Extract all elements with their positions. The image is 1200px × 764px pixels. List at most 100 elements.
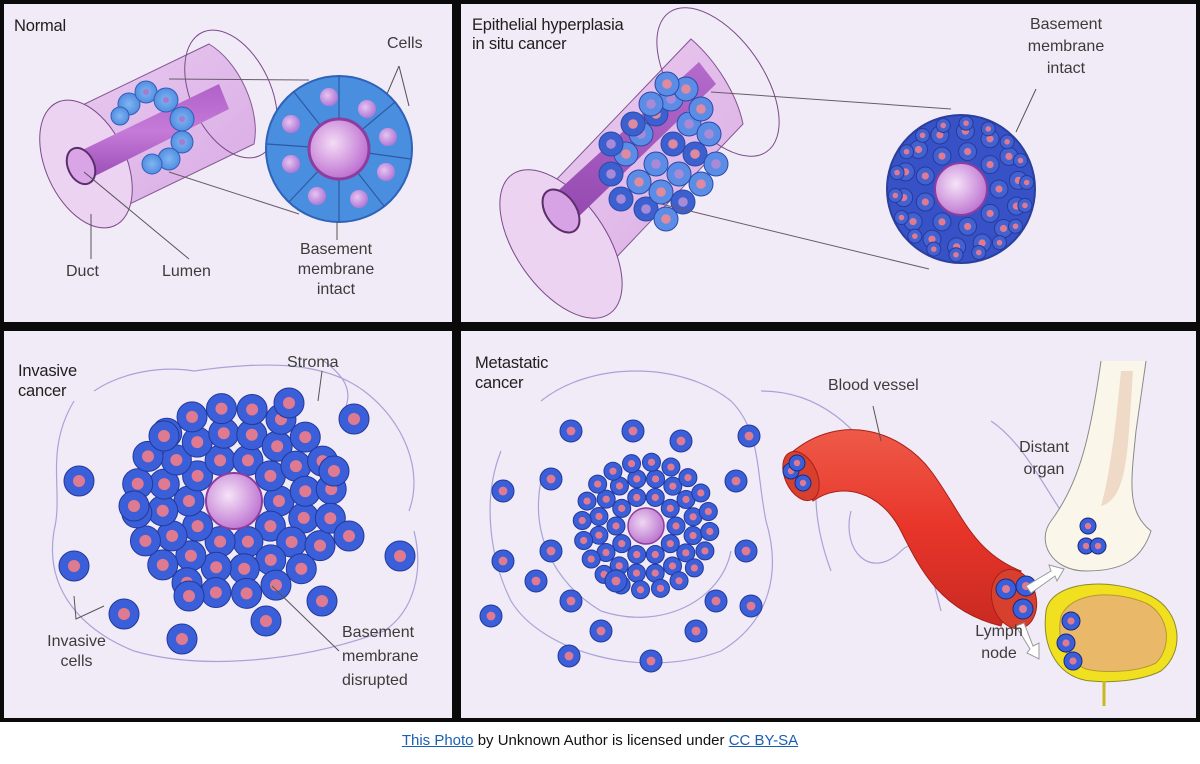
cell-nucleus [903, 148, 910, 155]
invasive-cancer-illustration [52, 360, 419, 663]
cell-nucleus [618, 504, 626, 512]
cell-nucleus [217, 427, 230, 440]
panel-hyperplasia: Epithelial hyperplasia in situ cancer Ba… [461, 4, 1196, 322]
label-basement-membrane-disrupted: Basement membrane disrupted [342, 624, 419, 689]
cell-nucleus [651, 569, 659, 577]
cell-nucleus [546, 546, 556, 556]
cell-nucleus [170, 454, 183, 467]
cell-nucleus [746, 601, 756, 611]
cell-nucleus [68, 560, 80, 572]
cell-nucleus [486, 611, 496, 621]
cell-nucleus [183, 495, 195, 507]
cell-nucleus [661, 214, 671, 224]
cell-nucleus [214, 535, 227, 548]
cell-nucleus [689, 513, 697, 521]
cell-nucleus [678, 197, 688, 207]
cell-nucleus [498, 556, 508, 566]
cell-nucleus [633, 493, 641, 502]
metastatic-cancer-illustration [479, 360, 1178, 706]
cell-nucleus [1017, 157, 1024, 164]
cell-nucleus [289, 460, 302, 473]
cell-nucleus [1002, 585, 1010, 593]
cell-nucleus [578, 516, 586, 525]
cell-nucleus [214, 454, 227, 467]
label-duct: Duct [66, 263, 99, 280]
cell-nucleus [316, 595, 328, 607]
cell-nucleus [324, 512, 337, 525]
lumen [627, 507, 665, 545]
cell-nucleus [131, 477, 144, 490]
cell-nucleus [628, 119, 638, 129]
cell-nucleus [975, 249, 982, 256]
cell-nucleus [264, 553, 277, 566]
cell-nucleus [995, 185, 1003, 193]
hyperplasia-duct-illustration [499, 7, 1037, 319]
cell-nucleus [690, 149, 700, 159]
lumen-tube [74, 84, 229, 179]
cell-nucleus [241, 454, 254, 467]
cell-nucleus [176, 633, 188, 645]
cell-nucleus [666, 540, 674, 548]
distant-organ-bone [1044, 360, 1152, 572]
cell-nucleus [394, 550, 406, 562]
cell-nucleus [564, 651, 574, 661]
cell-nucleus [1062, 639, 1070, 647]
cell-nucleus [1082, 542, 1090, 550]
cell-nucleus [711, 596, 721, 606]
cell-nucleus [191, 469, 204, 482]
cell-nucleus [963, 222, 972, 231]
cell-nucleus [691, 626, 701, 636]
cell-nucleus [566, 596, 576, 606]
label-lumen: Lumen [162, 263, 211, 280]
attribution-caption: This Photo by Unknown Author is licensed… [0, 732, 1200, 749]
cell-nucleus [606, 139, 616, 149]
cell-nucleus [963, 120, 969, 126]
cell-nucleus [141, 450, 154, 463]
license-link[interactable]: CC BY-SA [728, 732, 799, 749]
cell-nucleus [264, 520, 277, 533]
cell-nucleus [651, 550, 659, 559]
cell-nucleus [909, 218, 917, 226]
lumen [205, 472, 263, 530]
cell-nucleus [215, 402, 228, 415]
cell-nucleus [183, 590, 195, 602]
cell-nucleus [618, 540, 626, 548]
cell-nucleus [921, 172, 929, 180]
cell-nucleus [936, 131, 944, 139]
cell-nucleus [938, 218, 946, 226]
cell-nucleus [633, 550, 641, 559]
cell-nucleus [676, 436, 686, 446]
cell-nucleus [245, 428, 258, 441]
cell-nucleus [651, 493, 659, 502]
cell-nucleus [1023, 179, 1030, 186]
label-stroma: Stroma [287, 354, 339, 371]
metastasized-cells [1056, 517, 1107, 671]
label-blood-vessel: Blood vessel [828, 377, 919, 394]
label-cells: Cells [387, 35, 423, 52]
cell-nucleus [1005, 152, 1013, 160]
this-photo-link[interactable]: This Photo [401, 732, 474, 749]
cell-nucleus [681, 84, 691, 94]
cell-nucleus [238, 562, 251, 575]
cell-nucleus [799, 479, 807, 487]
cell-nucleus [156, 504, 169, 517]
cell-nucleus [271, 440, 284, 453]
cell-nucleus [295, 562, 308, 575]
cell-nucleus [627, 460, 636, 468]
cell-nucleus [744, 431, 754, 441]
cell-nucleus [73, 475, 85, 487]
cell-nucleus [711, 159, 721, 169]
cell-nucleus [609, 467, 617, 475]
cell-nucleus [668, 562, 677, 570]
cell-nucleus [682, 549, 690, 557]
cell-nucleus [684, 119, 694, 129]
cell-nucleus [1022, 202, 1028, 209]
cell-nucleus [986, 135, 994, 143]
panel-title-metastatic: Metastatic cancer [475, 354, 549, 392]
panel-metastatic: Metastatic cancer Blood vessel Distant o… [461, 331, 1196, 718]
cell-nucleus [297, 511, 310, 524]
cell-nucleus [606, 169, 616, 179]
cell-nucleus [682, 495, 690, 504]
cell-nucleus [595, 512, 603, 521]
cell-nucleus [269, 579, 282, 592]
